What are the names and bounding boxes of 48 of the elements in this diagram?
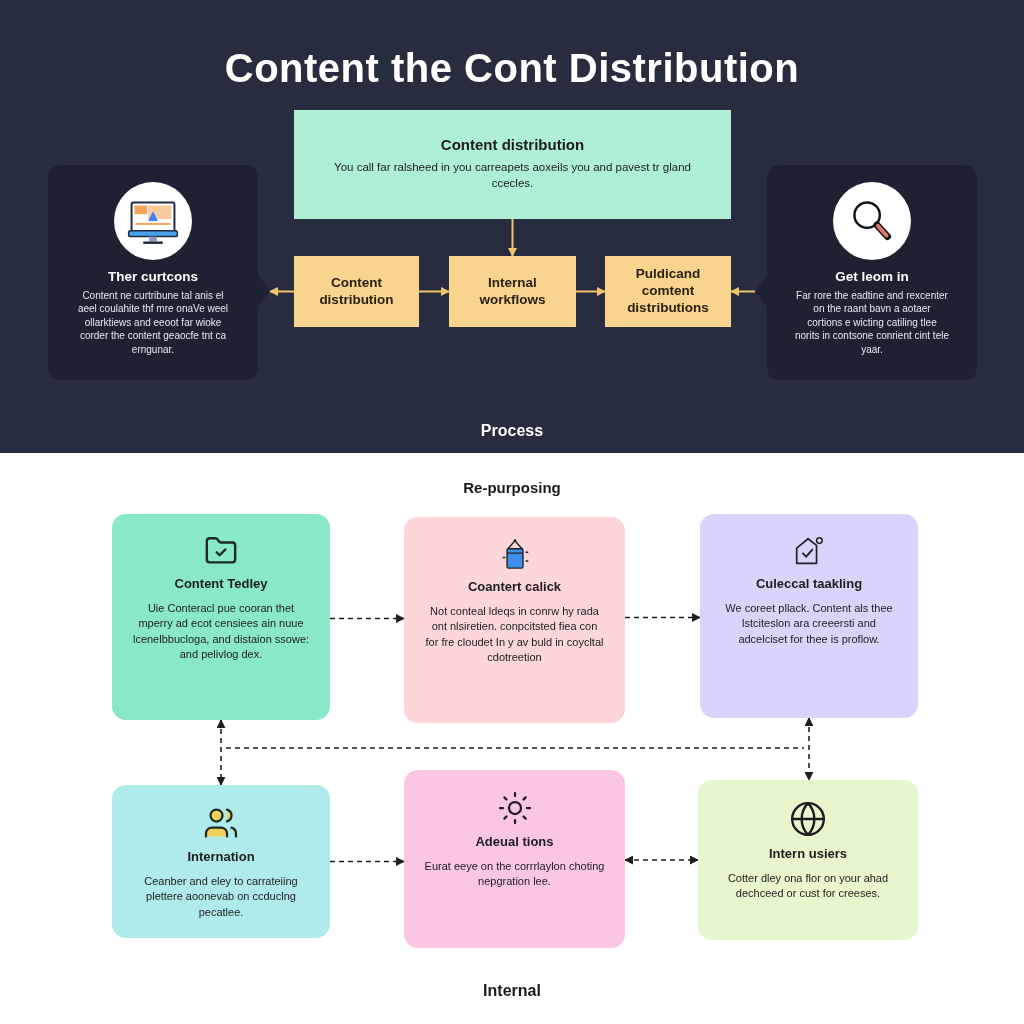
info-card xyxy=(700,514,918,718)
step-label: Internal workflows xyxy=(478,274,547,309)
card-text: Content ne curtribune tal anis el aeel coulahite thf mre onaVe weel ollarktiews and eeoot far wioke corder the content geaocfe tnt ca erngunar. xyxy=(76,288,230,357)
step-label: Content distribution xyxy=(318,274,395,309)
arrow xyxy=(508,218,517,257)
section-label: Re-purposing xyxy=(463,478,561,498)
card-title: Intern usiers xyxy=(769,846,847,863)
header-box xyxy=(294,110,731,219)
process-box xyxy=(449,256,576,327)
card-text: Uie Conteracl pue cooran thet mperry ad ecot censiees ain nuue lcenelbbucloga, and distaion ssowe: and pelivlog dex. xyxy=(132,601,310,662)
card-text: Eurat eeye on the corrrlaylon choting nepgration lee. xyxy=(424,859,605,890)
speech-card xyxy=(48,165,270,380)
arrow xyxy=(730,287,756,296)
info-card xyxy=(112,514,330,720)
card-title: Adeual tions xyxy=(475,834,554,851)
card-title: Get leom in xyxy=(835,269,909,286)
card-title: Content Tedley xyxy=(174,576,268,593)
card-text: We coreet pllack. Content als thee lstciteslon ara creeersti and adcelciset for thee is proflow. xyxy=(724,601,894,647)
section-label: Process xyxy=(480,421,544,441)
info-card xyxy=(404,517,625,723)
info-card xyxy=(404,770,625,948)
arrow xyxy=(575,287,606,296)
card-title: Internation xyxy=(187,849,255,866)
dashed-arrow xyxy=(804,717,814,781)
card-text: Far rore the eadtine and rexcenter on the raant bavn a aotaer cortions e wicting catiling tlee norits in contsone conrient cint tele yaar. xyxy=(795,288,949,357)
info-card xyxy=(698,780,918,940)
box-text: You call far ralsheed in you carreapets aoxeils you and pavest tr gland ccecles. xyxy=(334,159,691,192)
dashed-arrow xyxy=(216,719,226,786)
dashed-arrow xyxy=(329,614,405,623)
dashed-arrow xyxy=(624,855,699,865)
dashed-arrow xyxy=(624,613,701,622)
step-label: Puldicand comtent distributions xyxy=(626,266,710,317)
card-title: Coantert calick xyxy=(467,579,562,596)
speech-card xyxy=(755,165,977,380)
card-text: Not conteal ldeqs in conrw hy rada ont nlsiretien. conpcitsted fiea con for fre cloudet In y av buld in coycltal cdotreetion xyxy=(424,604,605,665)
info-card xyxy=(112,785,330,938)
dashed-arrow xyxy=(329,857,405,866)
process-box xyxy=(605,256,731,327)
card-title: Ther curtcons xyxy=(108,269,198,286)
title: Content the Cont Distribution xyxy=(224,45,800,92)
arrow xyxy=(269,287,295,296)
arrow xyxy=(418,287,450,296)
card-text: Cotter dley ona flor on your ahad dechceed or cust for creeses. xyxy=(726,871,890,902)
process-box xyxy=(294,256,419,327)
section-label: Internal xyxy=(483,981,541,1001)
card-title: Culeccal taakling xyxy=(755,576,863,593)
card-text: Ceanber and eley to carrateiing plettere aoonevab on ccduclng pecatlee. xyxy=(143,874,299,920)
box-title: Content distribution xyxy=(440,136,585,155)
